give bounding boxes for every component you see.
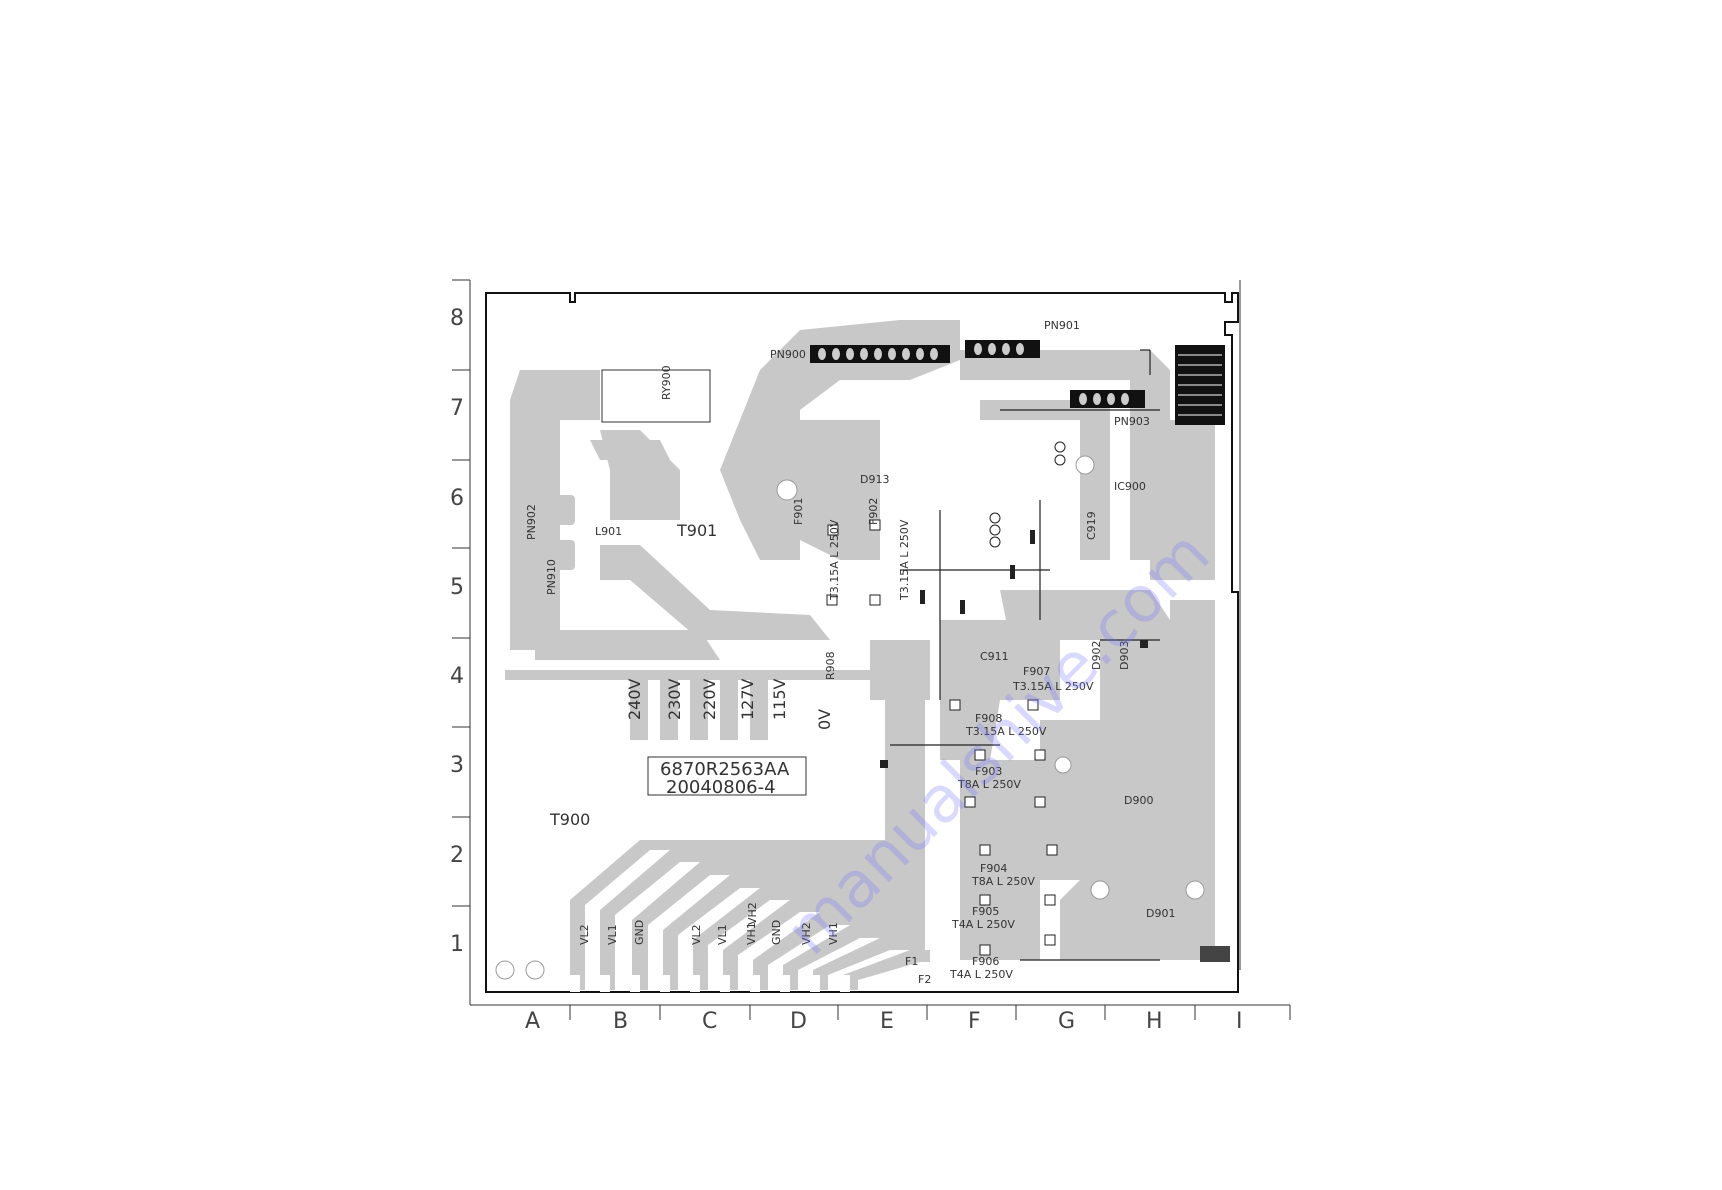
column-labels: A B C D E F G H I	[525, 1009, 1243, 1034]
label-l901: L901	[595, 525, 622, 538]
terminal-label: VL2	[578, 924, 591, 945]
tap-label: 0V	[815, 709, 834, 730]
tap-label: 115V	[770, 678, 789, 720]
output-terminals: VL2 VL1 GND VL2 VL1 VH1 VH2 GND VH2 VH1 …	[578, 902, 931, 986]
fuse-f902-ref: F902	[867, 498, 880, 525]
row-label: 5	[450, 575, 464, 600]
row-label: 7	[450, 396, 464, 421]
terminal-label: GND	[633, 920, 646, 945]
relay-outline	[601, 369, 711, 423]
label-ic900: IC900	[1114, 480, 1146, 493]
copper-traces	[505, 320, 1215, 990]
terminal-label: VL1	[606, 924, 619, 945]
label-d902: D902	[1090, 641, 1103, 670]
column-label: B	[613, 1009, 628, 1034]
mounting-holes	[495, 455, 1205, 980]
fuse-f902-rating: T3.15A L 250V	[898, 519, 911, 601]
terminal-label: VH1	[745, 922, 758, 945]
fuse-f903-ref: F903	[975, 765, 1002, 778]
row-label: 4	[450, 664, 464, 689]
label-c919: C919	[1085, 511, 1098, 540]
component-labels: T901 T900 L901 PN902 PN910 PN900 PN901 P…	[525, 319, 1175, 920]
tap-label: 230V	[665, 678, 684, 720]
label-pn903: PN903	[1114, 415, 1150, 428]
fuse-f905-rating: T4A L 250V	[951, 918, 1015, 931]
board-outline	[485, 292, 1239, 993]
terminal-label: GND	[770, 920, 783, 945]
relay-label: RY900	[660, 365, 673, 400]
fuse-f908-ref: F908	[975, 712, 1002, 725]
fuse-f901-ref: F901	[792, 498, 805, 525]
date-code: 20040806-4	[666, 777, 776, 798]
tap-label: 220V	[700, 678, 719, 720]
column-label: E	[880, 1009, 894, 1034]
row-label: 2	[450, 843, 464, 868]
fuse-f904-ref: F904	[980, 862, 1007, 875]
fuse-f907-rating: T3.15A L 250V	[1012, 680, 1094, 693]
row-label: 3	[450, 753, 464, 778]
label-t901: T901	[676, 521, 717, 540]
tap-label: 240V	[625, 678, 644, 720]
terminal-label: VL1	[716, 924, 729, 945]
label-pn901: PN901	[1044, 319, 1080, 332]
terminal-f2: F2	[918, 973, 931, 986]
voltage-taps: 240V 230V 220V 127V 115V 0V	[625, 678, 834, 730]
column-label: F	[968, 1009, 981, 1034]
label-d901: D901	[1146, 907, 1175, 920]
label-c911: C911	[980, 650, 1009, 663]
column-label: G	[1058, 1009, 1075, 1034]
terminal-slots	[570, 975, 850, 992]
label-d913: D913	[860, 473, 889, 486]
tap-label: 127V	[738, 678, 757, 720]
fuse-f901-rating: T3.15A L 250V	[828, 519, 841, 601]
fuses: F901 T3.15A L 250V F902 T3.15A L 250V F9…	[792, 498, 1094, 981]
terminal-f1: F1	[905, 955, 918, 968]
row-labels: 8 7 6 5 4 3 2 1	[450, 306, 464, 957]
fuse-f906-ref: F906	[972, 955, 999, 968]
row-label: 8	[450, 306, 464, 331]
column-label: A	[525, 1009, 540, 1034]
column-label: H	[1146, 1009, 1163, 1034]
part-number-box	[647, 756, 807, 796]
fuse-f905-ref: F905	[972, 905, 999, 918]
fuse-f904-rating: T8A L 250V	[971, 875, 1035, 888]
label-d903: D903	[1118, 641, 1131, 670]
label-r908: R908	[824, 651, 837, 680]
column-label: C	[702, 1009, 717, 1034]
label-pn910: PN910	[545, 559, 558, 595]
grid-frame	[452, 279, 1291, 1020]
terminal-label: VL2	[690, 924, 703, 945]
small-parts	[880, 349, 1230, 962]
row-label: 1	[450, 932, 464, 957]
terminal-label: VH2	[746, 902, 759, 925]
part-number: 6870R2563AA	[660, 759, 790, 780]
connectors	[810, 340, 1225, 425]
label-t900: T900	[549, 810, 590, 829]
fuse-f903-rating: T8A L 250V	[957, 778, 1021, 791]
terminal-label: VH1	[827, 922, 840, 945]
label-d900: D900	[1124, 794, 1153, 807]
label-pn900: PN900	[770, 348, 806, 361]
column-label: D	[790, 1009, 807, 1034]
fuse-f908-rating: T3.15A L 250V	[965, 725, 1047, 738]
fuse-f906-rating: T4A L 250V	[949, 968, 1013, 981]
terminal-label: VH2	[800, 922, 813, 945]
label-pn902: PN902	[525, 504, 538, 540]
row-label: 6	[450, 486, 464, 511]
column-label: I	[1236, 1009, 1243, 1034]
fuse-f907-ref: F907	[1023, 665, 1050, 678]
